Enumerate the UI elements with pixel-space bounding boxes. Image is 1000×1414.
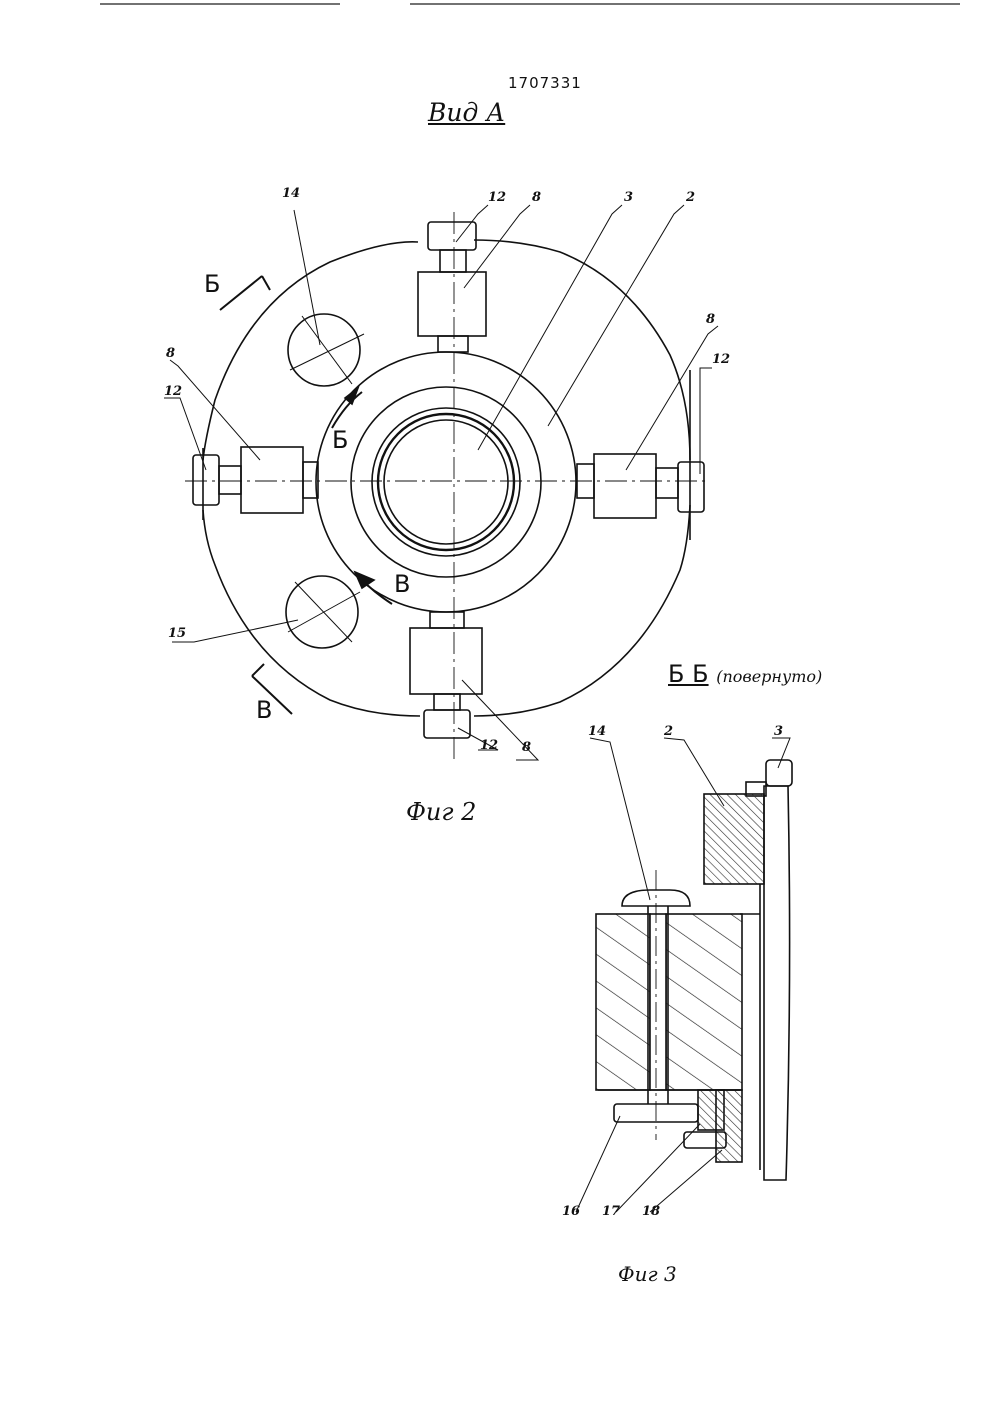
section-title-letters: Б Б xyxy=(668,660,709,688)
flange-body-outline xyxy=(203,240,690,716)
label-8-top: 8 xyxy=(532,190,541,205)
patent-number: 1707331 xyxy=(508,74,582,92)
top-clamp-8 xyxy=(418,272,486,336)
part-3-shaft xyxy=(764,786,790,1180)
part-3-outer xyxy=(372,408,520,556)
fig3-label-17: 17 xyxy=(602,1204,620,1219)
part-2-block xyxy=(704,794,764,884)
section-title: Б Б (повернуто) xyxy=(668,660,822,688)
section-mark-b-outer: Б xyxy=(204,270,220,298)
label-8-left: 8 xyxy=(166,346,175,361)
fig3-label-2: 2 xyxy=(664,724,673,739)
fig3-label-14: 14 xyxy=(588,724,606,739)
part-3-inner xyxy=(384,420,508,544)
section-mark-b-inner: Б xyxy=(332,426,348,454)
label-12-bottom: 12 xyxy=(480,738,498,753)
fig3-label-3: 3 xyxy=(774,724,783,739)
section-mark-v-outer: В xyxy=(256,696,272,724)
fig3-label-18: 18 xyxy=(642,1204,660,1219)
label-3: 3 xyxy=(624,190,633,205)
figure-3-caption: Фиг 3 xyxy=(618,1262,677,1286)
body-left-hatched xyxy=(596,914,650,1090)
figure-2-drawing xyxy=(164,205,718,760)
bottom-clamp-8 xyxy=(410,628,482,694)
figure-2-caption: Фиг 2 xyxy=(406,798,476,826)
label-2: 2 xyxy=(686,190,695,205)
figure-3-drawing xyxy=(576,738,792,1212)
right-clamp-8 xyxy=(594,454,656,518)
bottom-clamp-shaft xyxy=(434,694,460,710)
bottom-clamp-neck xyxy=(430,612,464,628)
left-clamp-8 xyxy=(241,447,303,513)
part-3-mid xyxy=(378,414,514,550)
section-mark-v-inner: В xyxy=(394,570,410,598)
body-right-hatched xyxy=(666,914,742,1090)
right-clamp-shaft xyxy=(656,468,678,498)
view-title: Вид А xyxy=(428,98,505,127)
section-b-cut-outer xyxy=(220,276,262,310)
label-15: 15 xyxy=(168,626,186,641)
fig3-label-16: 16 xyxy=(562,1204,580,1219)
label-8-right: 8 xyxy=(706,312,715,327)
label-12-right: 12 xyxy=(712,352,730,367)
top-clamp-shaft xyxy=(440,250,466,272)
part-3-cap xyxy=(766,760,792,786)
pin-14-circle xyxy=(288,314,360,386)
top-clamp-neck xyxy=(438,336,468,352)
pin-bore xyxy=(650,914,666,1090)
label-12-top: 12 xyxy=(488,190,506,205)
section-title-note: (повернуто) xyxy=(716,667,822,686)
bottom-clamp-12 xyxy=(424,710,470,738)
label-8-bottom: 8 xyxy=(522,740,531,755)
ring-2-inner xyxy=(351,387,541,577)
label-14: 14 xyxy=(282,186,300,201)
left-clamp-12 xyxy=(193,455,219,505)
left-clamp-shaft xyxy=(219,466,241,494)
label-12-left: 12 xyxy=(164,384,182,399)
